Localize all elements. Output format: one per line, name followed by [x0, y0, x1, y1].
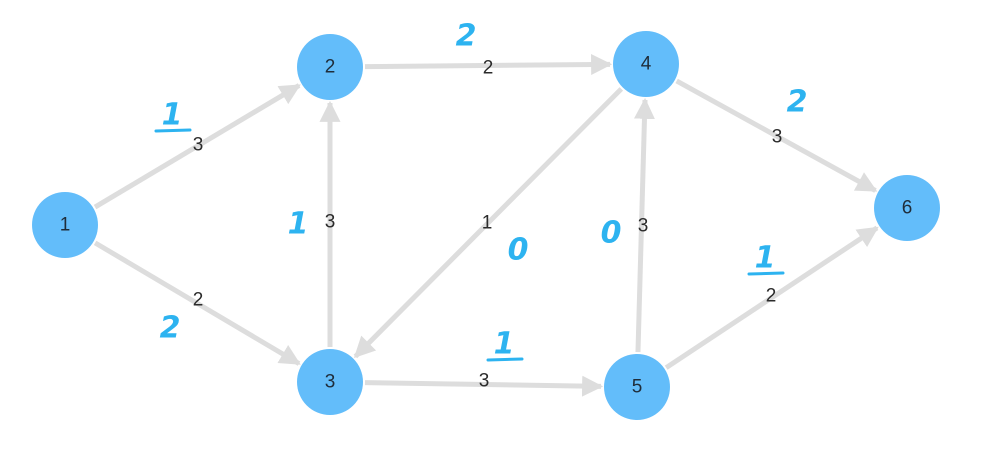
- node-label-3: 3: [325, 372, 336, 393]
- flow-annotation-4-6: 2: [787, 85, 808, 120]
- edge-5-4: [633, 97, 655, 353]
- node-label-2: 2: [325, 57, 336, 78]
- node-6: 6: [874, 175, 940, 241]
- node-circle-6: [874, 175, 940, 241]
- node-2: 2: [297, 34, 363, 100]
- node-circle-3: [297, 349, 363, 415]
- edge-weight-5-4: 3: [638, 216, 649, 237]
- flow-annotation-4-3: 0: [508, 233, 529, 268]
- node-circle-2: [297, 34, 363, 100]
- edge-weight-5-6: 2: [766, 286, 777, 307]
- node-3: 3: [297, 349, 363, 415]
- node-5: 5: [604, 354, 670, 420]
- edge-4-3: [353, 87, 624, 359]
- node-4: 4: [613, 31, 679, 97]
- flow-annotation-underline-3-5: [486, 357, 524, 362]
- edges: [93, 54, 879, 397]
- edge-1-2: [93, 83, 301, 210]
- edge-5-6: [664, 225, 879, 370]
- edge-3-5: [364, 375, 604, 397]
- node-label-1: 1: [60, 215, 71, 236]
- node-circle-4: [613, 31, 679, 97]
- flow-annotation-2-4: 2: [456, 19, 477, 54]
- edge-weight-2-4: 2: [483, 58, 494, 79]
- edge-weight-1-2: 3: [193, 135, 204, 156]
- flow-annotation-1-2: 1: [162, 98, 183, 133]
- edge-weight-3-5: 3: [479, 371, 490, 392]
- node-label-6: 6: [902, 198, 913, 219]
- node-1: 1: [32, 192, 98, 258]
- node-circle-5: [604, 354, 670, 420]
- flow-annotation-underline-1-2: [154, 128, 192, 133]
- node-circle-1: [32, 192, 98, 258]
- flow-annotation-5-6: 1: [755, 241, 776, 276]
- edge-4-6: [675, 78, 878, 193]
- edge-weight-3-2: 3: [325, 212, 336, 233]
- node-label-5: 5: [632, 377, 643, 398]
- flow-annotation-5-4: 0: [601, 216, 622, 251]
- edge-2-4: [364, 54, 613, 76]
- edge-weight-4-6: 3: [772, 127, 783, 148]
- edge-weight-1-3: 2: [193, 290, 204, 311]
- edge-1-3: [93, 240, 301, 366]
- flow-annotation-3-2: 1: [288, 207, 309, 242]
- flow-annotation-1-3: 2: [160, 311, 181, 346]
- flow-annotation-3-5: 1: [494, 327, 515, 362]
- node-label-4: 4: [641, 54, 652, 75]
- edge-weight-4-3: 1: [482, 213, 493, 234]
- flow-annotation-underline-5-6: [747, 271, 785, 276]
